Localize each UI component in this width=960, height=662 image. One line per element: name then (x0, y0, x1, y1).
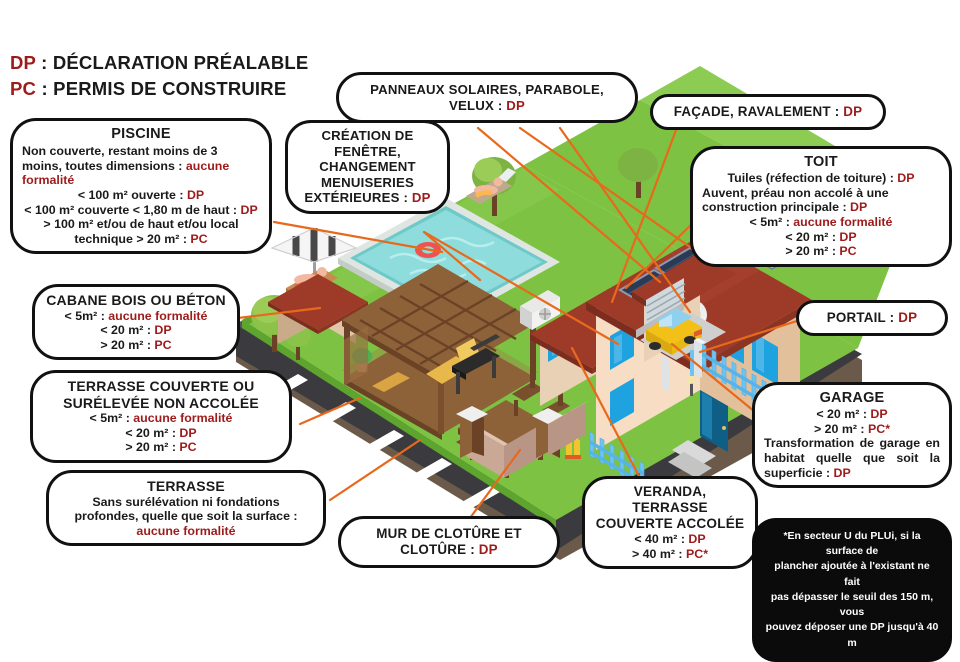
callout-terrasse-couverte-line1: < 5m² : aucune formalité (89, 411, 233, 426)
infographic-canvas: DP : DÉCLARATION PRÉALABLE PC : PERMIS D… (10, 50, 952, 662)
callout-veranda-line2: > 40 m² : PC* (631, 546, 709, 561)
legend-pc-sep: : (36, 78, 54, 100)
callout-toit-line4: < 20 m² : DP (785, 229, 857, 244)
callout-creation-fenetre-line5: EXTÉRIEURES : DP (304, 190, 431, 206)
barbecue (452, 334, 500, 394)
callout-veranda-title1: VERANDA, TERRASSE (632, 484, 708, 516)
legend-line-dp: DP : DÉCLARATION PRÉALABLE (10, 50, 308, 76)
callout-veranda-title2: COUVERTE ACCOLÉE (595, 516, 745, 532)
callout-creation-fenetre-line4: MENUISERIES (320, 174, 415, 190)
callout-cabane-line1: < 5m² : aucune formalité (64, 308, 208, 323)
callout-panneaux-line1: PANNEAUX SOLAIRES, PARABOLE, (370, 82, 604, 97)
callout-creation-fenetre-line1: CRÉATION DE (321, 128, 414, 143)
callout-terrasse-couverte-line3: > 20 m² : PC (125, 440, 197, 455)
footnote-line3: pas dépasser le seuil des 150 m, vous (770, 590, 934, 619)
callout-terrasse[interactable]: TERRASSE Sans surélévation ni fondations… (46, 470, 326, 547)
callout-creation-fenetre[interactable]: CRÉATION DE FENÊTRE, CHANGEMENT MENUISER… (285, 120, 450, 214)
callout-terrasse-line3: aucune formalité (136, 523, 236, 538)
callout-portail[interactable]: PORTAIL : DP (796, 300, 948, 336)
gate (662, 338, 706, 392)
callout-terrasse-title: TERRASSE (147, 478, 225, 494)
pergola (342, 264, 538, 440)
callout-toit[interactable]: TOIT Tuiles (réfection de toiture) : DP … (690, 146, 952, 267)
callout-garage[interactable]: GARAGE < 20 m² : DP > 20 m² : PC* Transf… (752, 382, 952, 489)
callout-creation-fenetre-line3: CHANGEMENT (319, 159, 416, 175)
callout-cabane-line2: < 20 m² : DP (100, 323, 172, 338)
callout-toit-line1: Tuiles (réfection de toiture) : DP (727, 171, 915, 186)
callout-garage-line2: > 20 m² : PC* (813, 421, 891, 436)
callout-toit-line2: Auvent, préau non accolé à une construct… (702, 185, 889, 215)
callout-terrasse-line1: Sans surélévation ni fondations (92, 494, 280, 509)
callout-mur-cloture-line1: MUR DE CLOTÛRE ET (376, 526, 522, 541)
callout-mur-cloture[interactable]: MUR DE CLOTÛRE ET CLOTÛRE : DP (338, 516, 560, 568)
air-conditioner (520, 290, 560, 330)
footnote-note: *En secteur U du PLUi, si la surface de … (752, 518, 952, 662)
callout-piscine-title: PISCINE (111, 126, 171, 142)
callout-panneaux-solaires[interactable]: PANNEAUX SOLAIRES, PARABOLE, VELUX : DP (336, 72, 638, 124)
callout-panneaux-line2: VELUX : DP (448, 97, 526, 113)
callout-garage-title: GARAGE (819, 390, 885, 406)
footnote-line2: plancher ajoutée à l'existant ne fait (774, 560, 930, 588)
callout-terrasse-couverte-line2: < 20 m² : DP (125, 425, 197, 440)
callout-toit-line5: > 20 m² : PC (785, 244, 857, 259)
callout-terrasse-couverte-title1: TERRASSE COUVERTE OU (67, 378, 255, 394)
legend: DP : DÉCLARATION PRÉALABLE PC : PERMIS D… (10, 50, 308, 103)
callout-creation-fenetre-line2: FENÊTRE, (334, 143, 401, 159)
callout-piscine[interactable]: PISCINE Non couverte, restant moins de 3… (10, 118, 272, 255)
legend-dp-text: DÉCLARATION PRÉALABLE (52, 52, 309, 73)
footnote-line1: *En secteur U du PLUi, si la surface de (783, 530, 921, 558)
legend-pc-text: PERMIS DE CONSTRUIRE (53, 78, 287, 100)
wall-fence (456, 400, 590, 478)
footnote-line4: pouvez déposer une DP jusqu'à 40 m (765, 621, 939, 649)
callout-garage-line3: Transformation de garage en habitat quel… (764, 436, 940, 480)
callout-veranda-line1: < 40 m² : DP (634, 532, 706, 547)
person-lounger-2 (466, 168, 516, 204)
callout-piscine-line3: < 100 m² couverte < 1,80 m de haut : DP (24, 202, 258, 217)
callout-terrasse-couverte[interactable]: TERRASSE COUVERTE OU SURÉLEVÉE NON ACCOL… (30, 370, 292, 463)
callout-cabane-title: CABANE BOIS OU BÉTON (46, 292, 226, 308)
legend-pc-key: PC (10, 78, 37, 100)
car (646, 308, 702, 355)
callout-veranda[interactable]: VERANDA, TERRASSE COUVERTE ACCOLÉE < 40 … (582, 476, 758, 570)
callout-toit-line3: < 5m² : aucune formalité (749, 214, 893, 229)
callout-cabane[interactable]: CABANE BOIS OU BÉTON < 5m² : aucune form… (32, 284, 240, 361)
callout-facade-line1: FAÇADE, RAVALEMENT : DP (673, 104, 863, 119)
callout-terrasse-line2: profondes, quelle que soit la surface : (74, 509, 298, 524)
callout-terrasse-couverte-title2: SURÉLEVÉE NON ACCOLÉE (63, 394, 259, 411)
legend-dp-sep: : (35, 52, 53, 73)
callout-cabane-line3: > 20 m² : PC (100, 337, 172, 352)
callout-piscine-line2: < 100 m² ouverte : DP (77, 187, 205, 202)
callout-toit-title: TOIT (804, 154, 838, 170)
callout-piscine-line1: Non couverte, restant moins de 3 moins, … (22, 144, 230, 188)
callout-facade[interactable]: FAÇADE, RAVALEMENT : DP (650, 94, 886, 130)
legend-line-pc: PC : PERMIS DE CONSTRUIRE (10, 76, 308, 102)
legend-dp-key: DP (10, 52, 36, 73)
callout-portail-line1: PORTAIL : DP (826, 310, 918, 325)
callout-garage-line1: < 20 m² : DP (816, 407, 888, 422)
callout-mur-cloture-line2: CLOTÛRE : DP (400, 541, 498, 557)
callout-piscine-line4: > 100 m² et/ou de haut et/ou local techn… (43, 217, 239, 246)
connector-lines (236, 126, 802, 520)
